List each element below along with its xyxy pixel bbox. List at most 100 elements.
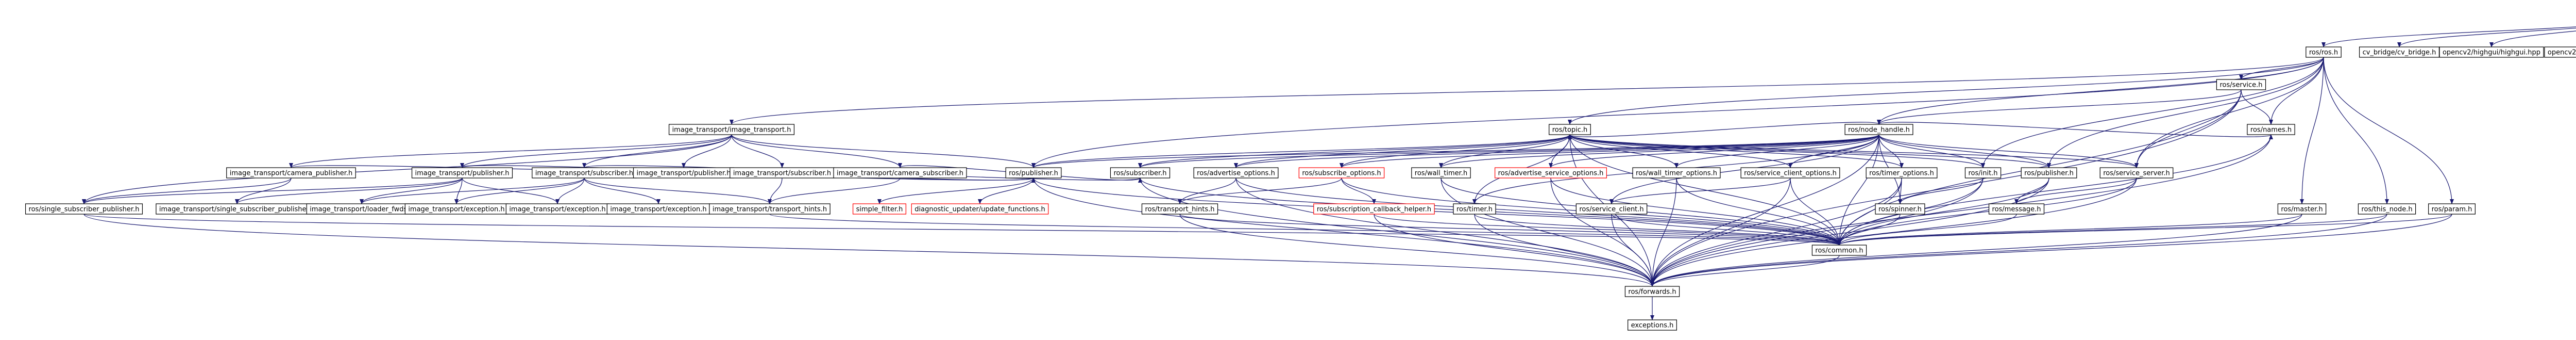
edge	[978, 177, 1034, 204]
node-ros-this-node[interactable]: ros/this_node.h	[2358, 203, 2416, 215]
node-box	[1811, 245, 1867, 256]
node-it-single-subscriber-publisher[interactable]: image_transport/single_subscriber_publis…	[156, 203, 318, 215]
node-ros-ros[interactable]: ros/ros.h	[2306, 46, 2342, 58]
node-ros-init[interactable]: ros/init.h	[1964, 167, 2002, 179]
edge	[1837, 214, 1901, 246]
node-ros-message[interactable]: ros/message.h	[1988, 203, 2045, 215]
node-ros-node-handle[interactable]: ros/node_handle.h	[1844, 124, 1913, 135]
edge	[1033, 177, 1841, 246]
edge	[460, 134, 732, 168]
node-ros-forwards[interactable]: ros/forwards.h	[1624, 286, 1680, 297]
node-label: ros/names.h	[2250, 126, 2292, 134]
node-box	[1453, 203, 1496, 215]
node-it-exception3[interactable]: image_transport/exception.h	[606, 203, 710, 215]
node-ros-subscriber[interactable]: ros/subscriber.h	[1110, 167, 1171, 179]
edge	[1340, 134, 1570, 168]
edge	[360, 177, 585, 204]
node-it-subscriber[interactable]: image_transport/subscriber.h	[532, 167, 637, 179]
node-label: ros/node_handle.h	[1848, 126, 1910, 134]
node-label: image_transport/camera_publisher.h	[230, 170, 353, 177]
node-label: ros/service_client_options.h	[1744, 170, 1837, 177]
edge	[1650, 255, 1840, 287]
edge	[2134, 57, 2324, 168]
node-diag-update-functions[interactable]: diagnostic_updater/update_functions.h	[911, 203, 1049, 215]
node-box	[1740, 167, 1840, 179]
node-ros-common[interactable]: ros/common.h	[1811, 245, 1867, 256]
edge	[1568, 57, 2324, 125]
node-box	[2216, 79, 2266, 90]
node-ros-spinner[interactable]: ros/spinner.h	[1875, 203, 1925, 215]
node-it-exception1[interactable]: image_transport/exception.h	[404, 203, 509, 215]
node-ros-wall-timer[interactable]: ros/wall_timer.h	[1411, 167, 1471, 179]
node-cv-bridge[interactable]: cv_bridge/cv_bridge.h	[2359, 46, 2440, 58]
edge	[1569, 134, 1841, 246]
node-ros-timer[interactable]: ros/timer.h	[1453, 203, 1496, 215]
edge	[731, 134, 902, 168]
node-it-publisher[interactable]: image_transport/publisher.h	[411, 167, 513, 179]
node-ros-publisher2[interactable]: ros/publisher.h	[2021, 167, 2077, 179]
node-highgui[interactable]: opencv2/highgui/highgui.hpp	[2439, 46, 2544, 58]
node-ros-param[interactable]: ros/param.h	[2428, 203, 2476, 215]
node-box	[226, 167, 356, 179]
node-label: ros/timer_options.h	[1869, 170, 1934, 177]
node-label: image_transport/publisher.h	[637, 170, 731, 177]
node-it-transport-hints[interactable]: image_transport/transport_hints.h	[709, 203, 831, 215]
node-box	[2544, 46, 2576, 58]
node-ros-advertise-service-options[interactable]: ros/advertise_service_options.h	[1495, 167, 1607, 179]
node-ros-service-client[interactable]: ros/service_client.h	[1575, 203, 1648, 215]
edge	[768, 177, 783, 204]
node-simple-filter[interactable]: simple_filter.h	[852, 203, 907, 215]
node-ros-names[interactable]: ros/names.h	[2247, 124, 2295, 135]
edge	[1474, 214, 1841, 246]
node-box	[1964, 167, 2002, 179]
node-box	[1632, 167, 1721, 179]
node-ros-timer-options[interactable]: ros/timer_options.h	[1866, 167, 1938, 179]
node-exceptions[interactable]: exceptions.h	[1628, 319, 1677, 331]
node-ros-transport-hints[interactable]: ros/transport_hints.h	[1141, 203, 1218, 215]
node-ros-single-subscriber-publisher[interactable]: ros/single_subscriber_publisher.h	[25, 203, 143, 215]
edge	[584, 177, 772, 204]
edge	[1650, 177, 2049, 287]
node-imgproc-c[interactable]: opencv2/imgproc/imgproc_c.h	[2544, 46, 2576, 58]
edge	[83, 214, 1654, 287]
node-label: ros/init.h	[1968, 170, 1997, 177]
edge	[1837, 177, 1902, 246]
node-it-camera-publisher[interactable]: image_transport/camera_publisher.h	[226, 167, 356, 179]
node-box	[1575, 203, 1648, 215]
node-ros-publisher[interactable]: ros/publisher.h	[1005, 167, 1062, 179]
node-ros-topic[interactable]: ros/topic.h	[1549, 124, 1591, 135]
edge	[1650, 134, 2272, 287]
node-box	[1866, 167, 1938, 179]
node-it-publisher2[interactable]: image_transport/publisher.h	[633, 167, 735, 179]
node-ros-subscribe-options[interactable]: ros/subscribe_options.h	[1298, 167, 1385, 179]
node-box	[1193, 167, 1279, 179]
node-it-image-transport[interactable]: image_transport/image_transport.h	[668, 124, 795, 135]
node-box	[1988, 203, 2045, 215]
edge	[2014, 177, 2137, 204]
node-it-exception2[interactable]: image_transport/exception.h	[505, 203, 609, 215]
node-ros-service[interactable]: ros/service.h	[2216, 79, 2266, 90]
node-ros-master[interactable]: ros/master.h	[2277, 203, 2327, 215]
edge	[1031, 134, 1570, 168]
node-ros-service-client-options[interactable]: ros/service_client_options.h	[1740, 167, 1840, 179]
node-ros-service-server[interactable]: ros/service_server.h	[2099, 167, 2174, 179]
edge	[1439, 134, 1879, 168]
node-ros-wall-timer-options[interactable]: ros/wall_timer_options.h	[1632, 167, 1721, 179]
edge	[1611, 214, 1654, 287]
node-box	[2247, 124, 2295, 135]
node-it-camera-subscriber[interactable]: image_transport/camera_subscriber.h	[833, 167, 967, 179]
node-label: image_transport/camera_subscriber.h	[837, 170, 963, 177]
edge	[731, 134, 1036, 168]
node-ros-subscription-callback-helper[interactable]: ros/subscription_callback_helper.h	[1313, 203, 1435, 215]
node-ros-advertise-options[interactable]: ros/advertise_options.h	[1193, 167, 1279, 179]
node-it-subscriber2[interactable]: image_transport/subscriber.h	[730, 167, 835, 179]
node-label: image_transport/subscriber.h	[733, 170, 831, 177]
edges-layer	[82, 26, 2576, 320]
node-label: ros/publisher.h	[2024, 170, 2074, 177]
edge	[769, 214, 1841, 246]
node-label: ros/service.h	[2219, 82, 2262, 89]
node-label: ros/forwards.h	[1628, 288, 1676, 296]
node-label: ros/wall_timer_options.h	[1636, 170, 1717, 177]
node-it-loader-fwds[interactable]: image_transport/loader_fwds.h	[306, 203, 417, 215]
edge	[1568, 122, 1879, 140]
